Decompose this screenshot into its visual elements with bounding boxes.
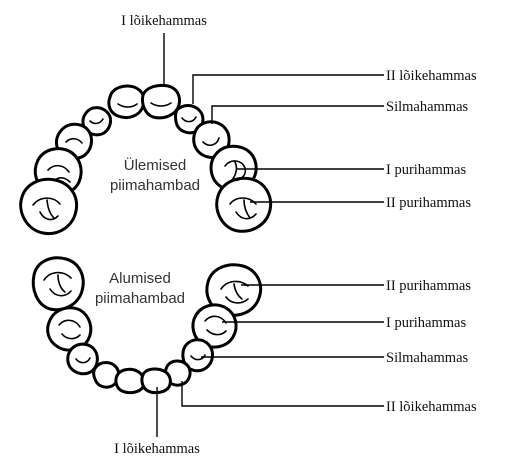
- label-lower-second-molar: II purihammas: [386, 278, 471, 294]
- label-upper-second-molar: II purihammas: [386, 195, 471, 211]
- lower-jaw-title-line1: Alumised: [109, 270, 171, 287]
- lower-jaw-title-line2: piimahambad: [95, 290, 185, 307]
- label-lower-first-molar: I purihammas: [386, 315, 466, 331]
- lower-left-central-incisor: [116, 369, 144, 392]
- leader-lower-lateral-incisor: [182, 381, 384, 406]
- lower-left-second-molar: [33, 258, 83, 310]
- lower-right-central-incisor: [142, 369, 170, 393]
- upper-left-central-incisor: [109, 86, 144, 118]
- leader-upper-lateral-incisor: [193, 75, 384, 104]
- upper-jaw-title-line2: piimahambad: [110, 177, 200, 194]
- label-upper-central-incisor: I lõikehammas: [121, 13, 207, 29]
- upper-jaw-title-line1: Ülemised: [124, 156, 187, 174]
- upper-right-central-incisor: [142, 85, 179, 117]
- label-upper-lateral-incisor: II lõikehammas: [386, 68, 477, 84]
- label-lower-central-incisor: I lõikehammas: [114, 441, 200, 457]
- leader-upper-canine: [212, 106, 384, 124]
- label-upper-canine: Silmahammas: [386, 99, 469, 115]
- label-upper-first-molar: I purihammas: [386, 162, 466, 178]
- label-lower-lateral-incisor: II lõikehammas: [386, 399, 477, 415]
- label-lower-canine: Silmahammas: [386, 350, 469, 366]
- lower-left-canine: [68, 344, 98, 374]
